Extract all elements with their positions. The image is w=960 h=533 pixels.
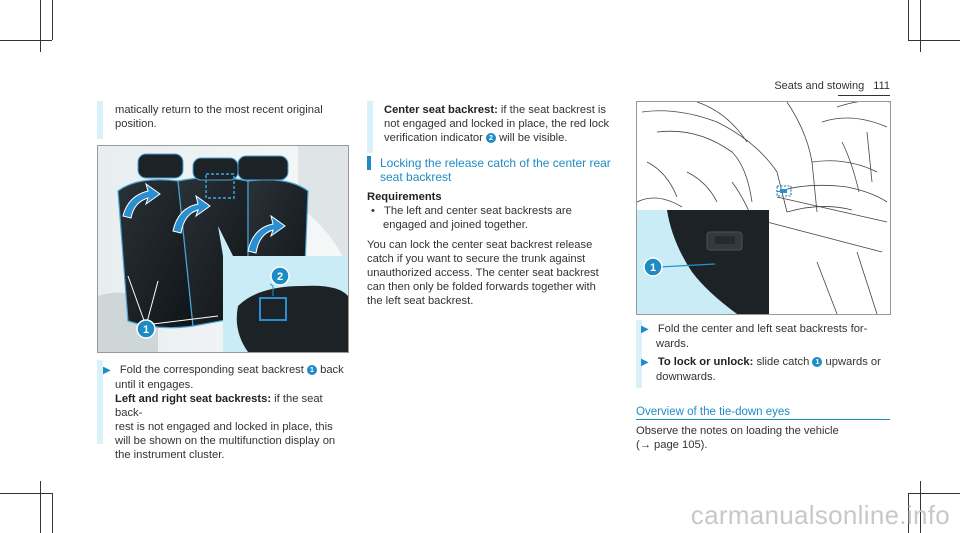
observe-notes: Observe the notes on loading the vehicle… [636,424,890,452]
crop-mark [0,40,52,41]
callout-badge: 1 [307,365,317,375]
trunk-figure: 1 [636,101,891,315]
callout-badge: 2 [485,133,496,143]
requirements: Requirements • The left and center seat … [367,190,617,232]
crop-mark [920,481,921,533]
note-label: Left and right seat backrests: [115,393,272,405]
step-lock-unlock: ▶ To lock or unlock: slide catch 1 upwar… [641,356,881,383]
figure-callout-2: 2 [277,271,283,283]
requirement-item: • The left and center seat backrests are [371,205,572,217]
column-bar [367,101,373,153]
section-title: Seats and stowing [774,80,865,92]
step-fold-backrest: ▶ Fold the corresponding seat backrest 1… [103,364,344,461]
column-bar [97,360,103,444]
step-arrow-icon: ▶ [103,365,111,376]
figure-callout-1: 1 [143,324,149,336]
rear-seat-illustration: 2 1 [98,146,348,352]
intro-text: matically return to the most recent orig… [115,104,323,130]
crop-mark [908,0,909,40]
crop-mark [52,0,53,40]
crop-mark [908,493,909,533]
step-arrow-icon: ▶ [641,357,649,368]
column-bar [97,101,103,139]
crop-mark [908,493,960,494]
link-underline [636,419,890,420]
header-rule [838,95,890,96]
crop-mark [0,493,52,494]
watermark: carmanualsonline.info [690,500,950,530]
heading-marker [367,156,371,170]
requirements-label: Requirements [367,191,442,203]
crop-mark [40,481,41,533]
lock-paragraph: You can lock the center seat backrest re… [367,239,599,307]
step-fold-forward: ▶ Fold the center and left seat backrest… [641,323,868,350]
section-heading: Locking the release catch of the center … [380,156,611,184]
step-label: To lock or unlock: [657,356,754,368]
center-backrest-note: Center seat backrest: if the seat backre… [384,104,610,144]
crop-mark [40,0,41,52]
note-label: Center seat backrest: [384,104,498,116]
crop-mark [920,0,921,52]
step-arrow-icon: ▶ [641,324,649,335]
callout-badge: 1 [812,357,823,367]
crop-mark [52,493,53,533]
figure-callout-1: 1 [650,262,656,274]
page-number: 111 [873,80,890,92]
crop-mark [908,40,960,41]
column-bar [636,320,642,388]
page-reference-link[interactable]: (→ page 105). [636,439,708,451]
page-header: Seats and stowing 111 [700,79,890,93]
trunk-illustration: 1 [637,102,890,314]
rear-seat-figure: 2 1 [97,145,349,353]
tie-down-eyes-link[interactable]: Overview of the tie-down eyes [636,406,791,418]
bullet-icon: • [371,205,375,217]
